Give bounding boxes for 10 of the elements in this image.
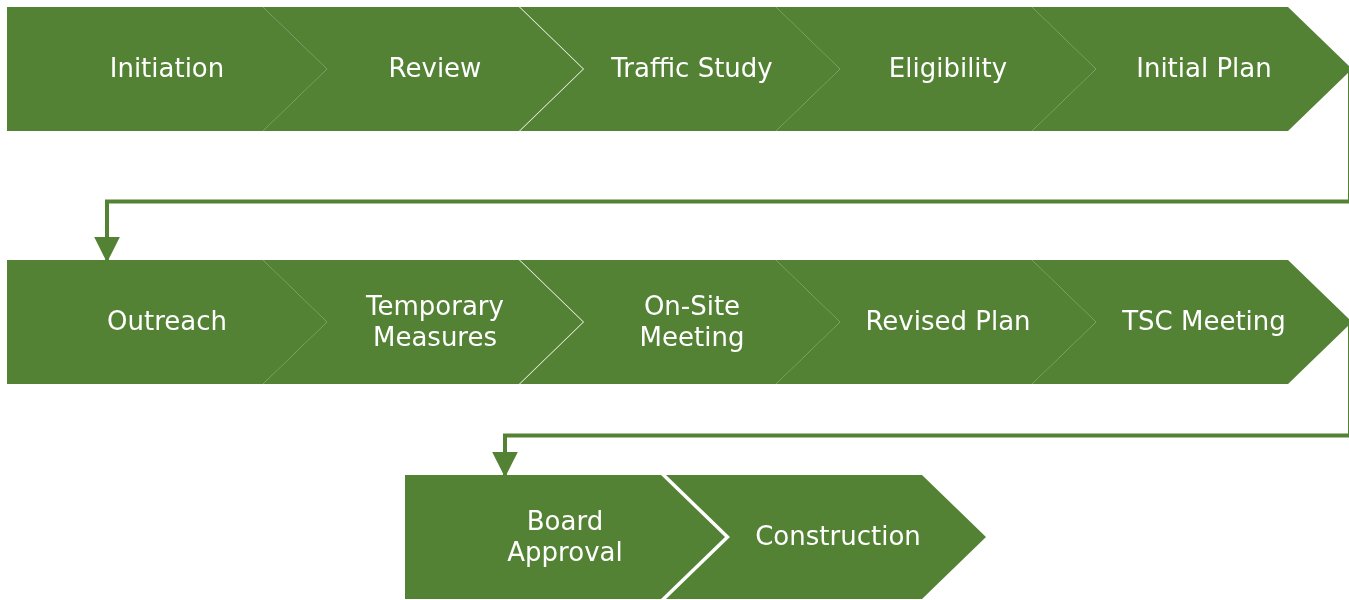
step-label: Review: [388, 53, 482, 85]
step-label: Initial Plan: [1136, 53, 1272, 85]
step-label: On-Site Meeting: [638, 290, 746, 354]
step-label: Construction: [755, 521, 921, 553]
step-label: Revised Plan: [865, 306, 1031, 338]
step-label: Temporary Measures: [365, 290, 505, 354]
step-label: TSC Meeting: [1122, 306, 1286, 338]
step-label: Traffic Study: [611, 53, 773, 85]
step-label: Board Approval: [506, 505, 624, 569]
step-label: Eligibility: [888, 53, 1008, 85]
